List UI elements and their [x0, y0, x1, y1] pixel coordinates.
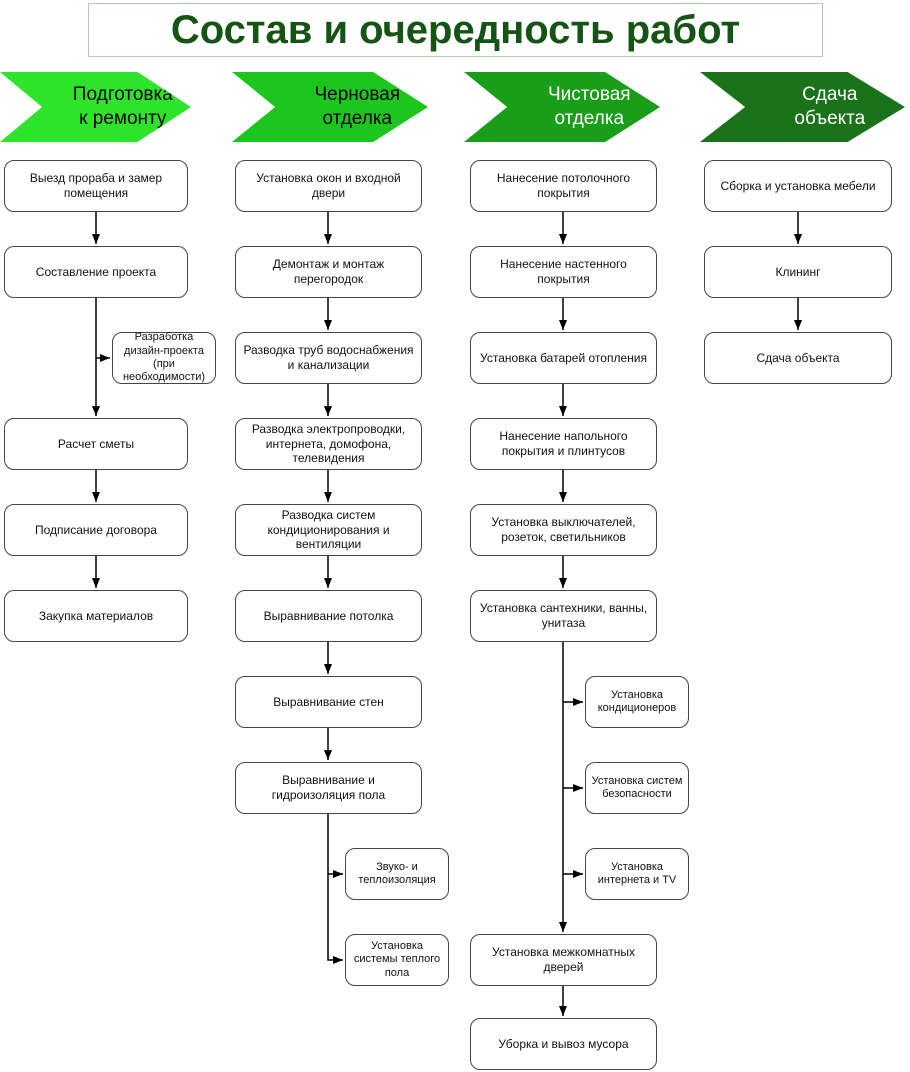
node-internet-tv: Установка интернета и TV: [585, 848, 689, 900]
node-dizain-proekt: Разработка дизайн-проекта (при необходим…: [112, 331, 216, 384]
node-batarei-otopleniya: Установка батарей отопления: [470, 332, 657, 384]
node-napolnoe-pokrytie: Нанесение напольного покрытия и плинтусо…: [470, 418, 657, 470]
node-zvukoizolyaciya: Звуко- и теплоизоляция: [345, 848, 449, 900]
node-raschet-smety: Расчет сметы: [4, 418, 188, 470]
node-sdacha-obekta: Сдача объекта: [704, 332, 892, 384]
node-vyezd-zamer: Выезд прораба и замер помещения: [4, 160, 188, 212]
node-klining: Клининг: [704, 246, 892, 298]
node-sborka-mebeli: Сборка и установка мебели: [704, 160, 892, 212]
node-sostavlenie-proekta: Составление проекта: [4, 246, 188, 298]
stage-header-chistovaya: Чистовая отделка: [464, 72, 660, 142]
node-gidroizolyaciya-pola: Выравнивание и гидроизоляция пола: [235, 762, 422, 814]
node-santekhnika: Установка сантехники, ванны, унитаза: [470, 590, 657, 642]
node-razvodka-elektriki: Разводка электропроводки, интернета, дом…: [235, 418, 422, 470]
node-potolochnoe-pokrytie: Нанесение потолочного покрытия: [470, 160, 657, 212]
node-sistemy-bezopasnosti: Установка систем безопасности: [585, 762, 689, 814]
node-razvodka-trub: Разводка труб водоснабжения и канализаци…: [235, 332, 422, 384]
node-kondicionery: Установка кондиционеров: [585, 676, 689, 728]
node-zakupka-materialov: Закупка материалов: [4, 590, 188, 642]
node-nastennoe-pokrytie: Нанесение настенного покрытия: [470, 246, 657, 298]
node-uborka-musora: Уборка и вывоз мусора: [470, 1018, 657, 1070]
node-mezhkomnatnye-dveri: Установка межкомнатных дверей: [470, 934, 657, 986]
node-teply-pol: Установка системы теплого пола: [345, 934, 449, 986]
node-vyravnivanie-potolka: Выравнивание потолка: [235, 590, 422, 642]
node-podpisanie-dogovora: Подписание договора: [4, 504, 188, 556]
page-title: Состав и очередность работ: [88, 3, 823, 57]
node-razvodka-kondicionirovaniya: Разводка систем кондиционирования и вент…: [235, 504, 422, 556]
node-vyravnivanie-sten: Выравнивание стен: [235, 676, 422, 728]
node-demontazh-peregorodok: Демонтаж и монтаж перегородок: [235, 246, 422, 298]
node-ustanovka-okon: Установка окон и входной двери: [235, 160, 422, 212]
stage-header-sdacha: Сдача объекта: [700, 72, 905, 142]
node-vyklyuchateli-rozetki: Установка выключателей, розеток, светиль…: [470, 504, 657, 556]
stage-header-chernovaya: Черновая отделка: [232, 72, 428, 142]
stage-header-podgotovka: Подготовка к ремонту: [0, 72, 191, 142]
